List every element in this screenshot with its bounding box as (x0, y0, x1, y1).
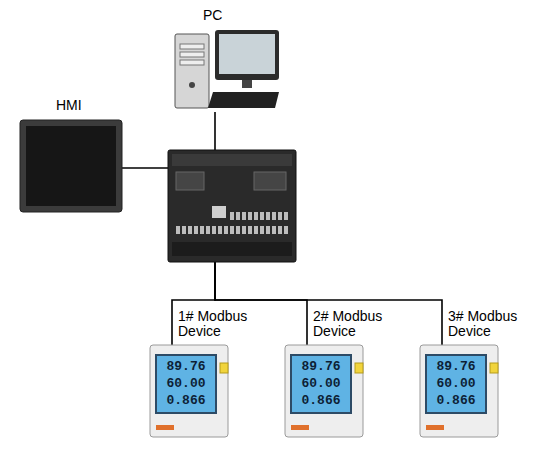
terminal (212, 226, 216, 234)
hmi-frame (20, 120, 122, 212)
terminal (230, 212, 234, 220)
device-label: 2# Modbus Device (313, 309, 387, 339)
node-art (285, 345, 363, 437)
device-label: 1# Modbus Device (178, 309, 252, 339)
node-art (420, 345, 498, 437)
lcd-reading: 89.76 (428, 360, 484, 374)
pc-computer: PC (175, 30, 280, 112)
meter-badge (291, 425, 309, 430)
meter-knob (220, 363, 228, 373)
terminal (260, 226, 264, 234)
terminal (176, 226, 180, 234)
meter-case (150, 345, 228, 437)
terminal (266, 212, 270, 220)
terminal (242, 226, 246, 234)
terminal (224, 226, 228, 234)
meter-case (420, 345, 498, 437)
lcd-reading: 89.76 (293, 360, 349, 374)
terminal (272, 212, 276, 220)
terminal (260, 212, 264, 220)
bus-wire (214, 112, 216, 150)
terminal (206, 226, 210, 234)
drive-bay (180, 60, 204, 65)
plc-body (168, 150, 296, 262)
plc-base (172, 242, 292, 256)
terminal (242, 212, 246, 220)
terminal (284, 212, 288, 220)
lcd-reading: 0.866 (428, 394, 484, 408)
hmi-panel: HMI (20, 120, 122, 212)
lcd-reading: 89.76 (158, 360, 214, 374)
node-art (168, 150, 296, 262)
terminal (284, 226, 288, 234)
meter-badge (426, 425, 444, 430)
terminal (266, 226, 270, 234)
bus-wire (122, 167, 168, 169)
drive-bay (180, 52, 204, 57)
node-label: PC (203, 8, 243, 23)
lcd-display (426, 355, 486, 413)
node-art (20, 120, 122, 212)
pc-tower (175, 34, 209, 108)
meter-badge (156, 425, 174, 430)
terminal (254, 226, 258, 234)
bus-wire (215, 262, 442, 345)
hmi-screen (26, 126, 116, 206)
terminal (278, 226, 282, 234)
drive-bay (180, 44, 204, 49)
meter-case (285, 345, 363, 437)
node-label: HMI (56, 98, 106, 113)
device-label: 3# Modbus Device (448, 309, 522, 339)
terminal (236, 212, 240, 220)
modbus-meter: 3# Modbus Device89.7660.000.866 (420, 345, 498, 437)
lcd-reading: 60.00 (428, 377, 484, 391)
power-button (189, 82, 195, 88)
lcd-display (156, 355, 216, 413)
modbus-meter: 1# Modbus Device89.7660.000.866 (150, 345, 228, 437)
monitor-frame (215, 30, 279, 80)
bus-wire (215, 262, 307, 345)
terminal (230, 226, 234, 234)
terminal (254, 212, 258, 220)
monitor-stand (242, 80, 252, 88)
keyboard (208, 92, 279, 108)
plc-panel (176, 172, 204, 190)
terminal (272, 226, 276, 234)
meter-knob (490, 363, 498, 373)
lcd-reading: 60.00 (293, 377, 349, 391)
node-art (150, 345, 228, 437)
monitor-screen (219, 34, 275, 74)
terminal (248, 226, 252, 234)
node-art (175, 30, 280, 112)
terminal (194, 226, 198, 234)
lcd-reading: 60.00 (158, 377, 214, 391)
plc-panel (254, 172, 286, 190)
plc-controller (168, 150, 296, 262)
terminal (236, 226, 240, 234)
lcd-reading: 0.866 (158, 394, 214, 408)
lcd-display (291, 355, 351, 413)
terminal (182, 226, 186, 234)
plc-top-strip (172, 154, 292, 166)
terminal (218, 226, 222, 234)
terminal (278, 212, 282, 220)
terminal (248, 212, 252, 220)
terminal (188, 226, 192, 234)
usb-port (212, 206, 226, 218)
terminal (200, 226, 204, 234)
modbus-meter: 2# Modbus Device89.7660.000.866 (285, 345, 363, 437)
meter-knob (355, 363, 363, 373)
lcd-reading: 0.866 (293, 394, 349, 408)
